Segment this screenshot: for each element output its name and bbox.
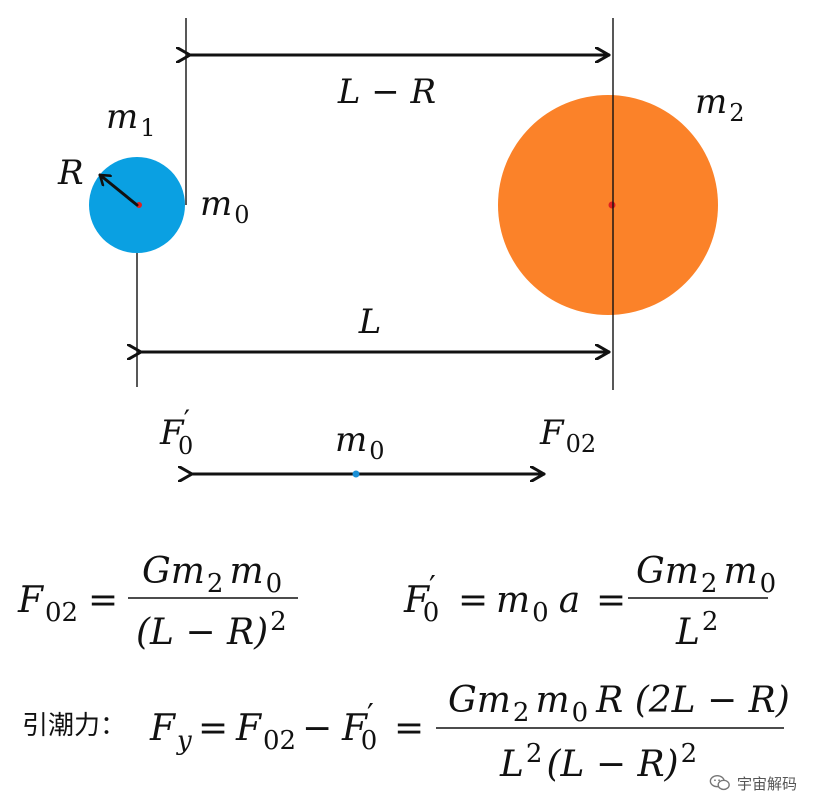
svg-text:(L − R)2: (L − R)2 [136, 607, 287, 653]
svg-text:F02: F02 [235, 708, 296, 756]
label-l: L [358, 302, 382, 342]
svg-text:−: − [302, 708, 332, 749]
label-r: R [57, 153, 84, 193]
watermark: 宇宙解码 [709, 772, 797, 794]
center-dot-m2 [608, 201, 616, 209]
label-m0-center: m0 [335, 420, 385, 465]
label-m2: m2 [695, 82, 745, 127]
label-f02: F02 [539, 413, 596, 458]
watermark-text: 宇宙解码 [736, 774, 797, 793]
label-m0: m0 [200, 184, 250, 229]
svg-text:=: = [458, 580, 488, 621]
svg-text:L2: L2 [675, 607, 718, 653]
label-m1: m1 [106, 97, 156, 142]
svg-text:=: = [394, 708, 424, 749]
svg-text:=: = [198, 708, 228, 749]
radius-arrow [98, 173, 139, 207]
center-dot-m0-force [352, 470, 360, 478]
body-m2 [498, 95, 718, 315]
svg-text:L2(L − R)2: L2(L − R)2 [499, 739, 697, 785]
chat-bubble-icon [709, 774, 730, 791]
svg-text:m0a: m0a [496, 580, 580, 628]
label-l-minus-r: L − R [337, 72, 436, 112]
svg-text:F02: F02 [17, 580, 78, 628]
svg-text:F′0: F′0 [341, 698, 377, 756]
svg-text:=: = [596, 580, 626, 621]
svg-text:=: = [88, 580, 118, 621]
label-f0-prime: F′0 [159, 404, 193, 460]
svg-text:引潮力：: 引潮力： [22, 711, 126, 741]
svg-text:Fy: Fy [149, 708, 192, 756]
svg-text:F′0: F′0 [403, 570, 439, 628]
